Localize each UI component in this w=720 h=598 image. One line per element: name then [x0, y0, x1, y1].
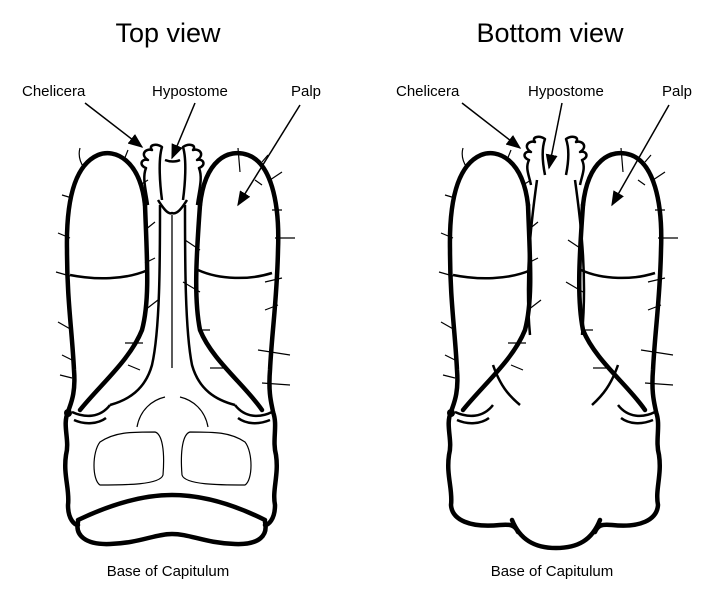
bottom-base-label: Base of Capitulum — [490, 563, 614, 580]
top-chelicera-label: Chelicera — [22, 83, 86, 100]
top-palp-label: Palp — [291, 83, 322, 100]
top-base-label: Base of Capitulum — [106, 563, 230, 580]
label-arrows — [84, 102, 670, 207]
top-view-drawing — [56, 143, 295, 547]
bottom-palp-label: Palp — [662, 83, 693, 100]
bottom-hypostome-label: Hypostome — [528, 83, 604, 100]
top-hypostome-label: Hypostome — [152, 83, 228, 100]
bottom-chelicera-label: Chelicera — [396, 83, 460, 100]
bottom-view-title: Bottom view — [476, 18, 624, 48]
top-view-title: Top view — [115, 18, 221, 48]
bottom-view-drawing — [439, 135, 678, 551]
